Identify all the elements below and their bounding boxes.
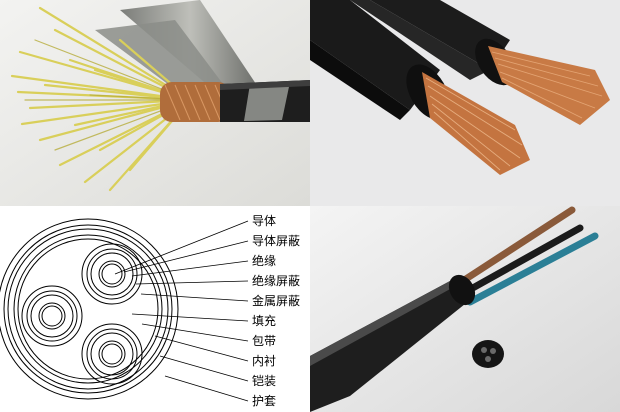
label-metal-shield: 金属屏蔽 — [252, 294, 301, 308]
multicore-yellow-wire-cable-icon — [0, 0, 310, 206]
label-armor: 铠装 — [252, 374, 277, 388]
label-sheath: 护套 — [252, 394, 277, 408]
three-core-cross-section-icon — [0, 218, 249, 402]
black-rubber-cables-photo — [310, 0, 620, 206]
label-inner-lining: 内衬 — [252, 354, 277, 368]
label-tape: 包带 — [252, 334, 277, 348]
label-conductor: 导体 — [252, 214, 277, 228]
black-sheathed-cable-brown-black-blue-icon — [310, 206, 620, 412]
label-filler: 填充 — [252, 314, 277, 328]
label-conductor-shield: 导体屏蔽 — [252, 234, 301, 248]
cable-cross-section-diagram: 导体 导体屏蔽 绝缘 绝缘屏蔽 金属屏蔽 填充 包带 内衬 铠装 护套 — [0, 206, 310, 412]
label-insulation-shield: 绝缘屏蔽 — [252, 274, 301, 288]
two-copper-strand-cables-icon — [310, 0, 620, 206]
shielded-control-cable-photo — [0, 0, 310, 206]
label-insulation: 绝缘 — [252, 254, 277, 268]
three-core-cable-photo — [310, 206, 620, 412]
